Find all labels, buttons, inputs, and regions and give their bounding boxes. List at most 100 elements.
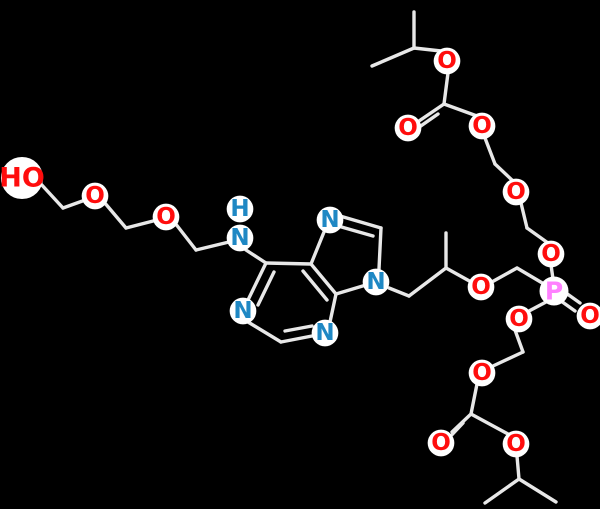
atom-a-oip2: O <box>502 430 530 458</box>
bond-p-o-double-a <box>564 291 582 305</box>
bond-ho-c1 <box>38 181 65 210</box>
bond-odn-cn1 <box>513 328 525 354</box>
bond-c6-n1 <box>246 261 268 302</box>
atom-a-n9: N <box>362 268 390 296</box>
atom-a-ho: HO <box>0 156 45 200</box>
atom-label-text: N <box>233 298 252 324</box>
atom-halo <box>467 273 495 301</box>
atom-halo <box>468 359 496 387</box>
atom-label-text: O <box>437 48 457 74</box>
atom-label-text: P <box>545 277 563 306</box>
bond-p-o-double-b <box>559 299 577 313</box>
bond-c5-c6 <box>264 261 313 266</box>
bond-c2-n3 <box>279 334 314 344</box>
bond-ccarb-odo-a <box>417 102 446 123</box>
bond-group <box>38 10 582 505</box>
bond-n1-c2 <box>246 320 283 344</box>
atom-label-text: O <box>85 183 105 209</box>
bond-cn1-om3 <box>491 350 525 368</box>
atom-a-ocdo: O <box>394 114 422 142</box>
bond-oip2-ch2 <box>515 454 521 481</box>
atom-label-text: O <box>541 241 561 267</box>
atom-halo <box>226 224 254 252</box>
atom-a-o2: O <box>152 203 180 231</box>
atom-a-n1: N <box>229 297 257 325</box>
atom-halo <box>539 276 569 306</box>
atom-a-n7: N <box>316 206 344 234</box>
atom-label-text: HO <box>0 163 45 194</box>
atom-halo <box>505 305 533 333</box>
atom-a-ocdo2: O <box>427 429 455 457</box>
bond-c5-n7 <box>309 230 326 266</box>
bond-ca-cb <box>407 266 448 298</box>
atom-halo <box>576 302 600 330</box>
bond-cb-o <box>444 266 475 285</box>
bond-n9-ca <box>387 286 411 298</box>
atom-halo <box>394 114 422 142</box>
bond-n3-c4 <box>328 292 338 324</box>
bond-c2-o2 <box>124 218 159 230</box>
atom-a-oeth: O <box>467 273 495 301</box>
bond-oip-ch <box>412 46 443 53</box>
bond-oc1-ccarb <box>442 102 479 118</box>
atom-a-opd: O <box>505 305 533 333</box>
bond-ccarb2-oip2 <box>469 412 510 436</box>
atom-label-text: O <box>471 274 491 300</box>
bond-c4-c5 <box>309 262 338 296</box>
atom-label-text: O <box>398 115 418 141</box>
bond-cm1-oc1 <box>483 136 497 166</box>
atom-a-om2: O <box>502 178 530 206</box>
atom-label-text: O <box>472 113 492 139</box>
atom-halo <box>316 206 344 234</box>
bond-o2-c3 <box>173 221 198 252</box>
atom-halo <box>152 203 180 231</box>
bond-o-cc <box>488 266 519 285</box>
atom-a-o1: O <box>81 182 109 210</box>
bond-c8-n9 <box>377 226 383 271</box>
atom-a-om3: O <box>468 359 496 387</box>
bond-cc-p <box>515 266 546 286</box>
bond-p-odn <box>527 300 548 313</box>
atom-a-pdo: O <box>576 302 600 330</box>
bond-ccarb-oip <box>442 71 450 106</box>
bond-oup-cm2 <box>525 226 550 245</box>
atom-label-text: N <box>315 320 334 346</box>
atom-halo <box>427 429 455 457</box>
atom-a-opu: O <box>537 240 565 268</box>
bond-c3-n6 <box>194 240 231 252</box>
atom-a-n3: N <box>311 319 339 347</box>
atom-label-text: N <box>320 207 339 233</box>
bond-ch2-me2 <box>517 477 558 504</box>
atom-halo <box>81 182 109 210</box>
bond-c2-n3-inner <box>283 324 314 333</box>
bond-n7-c8-inner <box>336 224 375 238</box>
bond-c6-n1-inner <box>256 270 276 307</box>
atom-halo <box>226 195 254 223</box>
bond-ch2-me1 <box>483 477 521 505</box>
atom-label-text: O <box>580 303 600 329</box>
atom-label-text: O <box>506 431 526 457</box>
atom-halo <box>433 47 461 75</box>
atom-halo <box>502 178 530 206</box>
atom-a-oip1: O <box>433 47 461 75</box>
atom-a-nh-h: H <box>226 195 254 223</box>
bond-o1-c2 <box>102 200 128 230</box>
atom-label-text: O <box>431 430 451 456</box>
atom-a-nh-n: N <box>226 224 254 252</box>
atom-halo <box>502 430 530 458</box>
atom-label-text: O <box>509 306 529 332</box>
bond-om3-ccarb2 <box>469 382 479 416</box>
atom-label-text: O <box>472 360 492 386</box>
bond-n9-c4 <box>334 283 368 296</box>
bond-ch-me2 <box>370 46 416 68</box>
bond-om2-cm1 <box>493 162 515 183</box>
atom-a-oc1: O <box>468 112 496 140</box>
atom-label-text: O <box>506 179 526 205</box>
atom-halo <box>0 156 44 200</box>
atom-label-text: N <box>230 225 249 251</box>
bond-c4-c5-inner <box>301 269 329 302</box>
atom-label-text: H <box>230 196 249 222</box>
bond-n6-c6 <box>244 248 268 265</box>
atom-halo <box>468 112 496 140</box>
